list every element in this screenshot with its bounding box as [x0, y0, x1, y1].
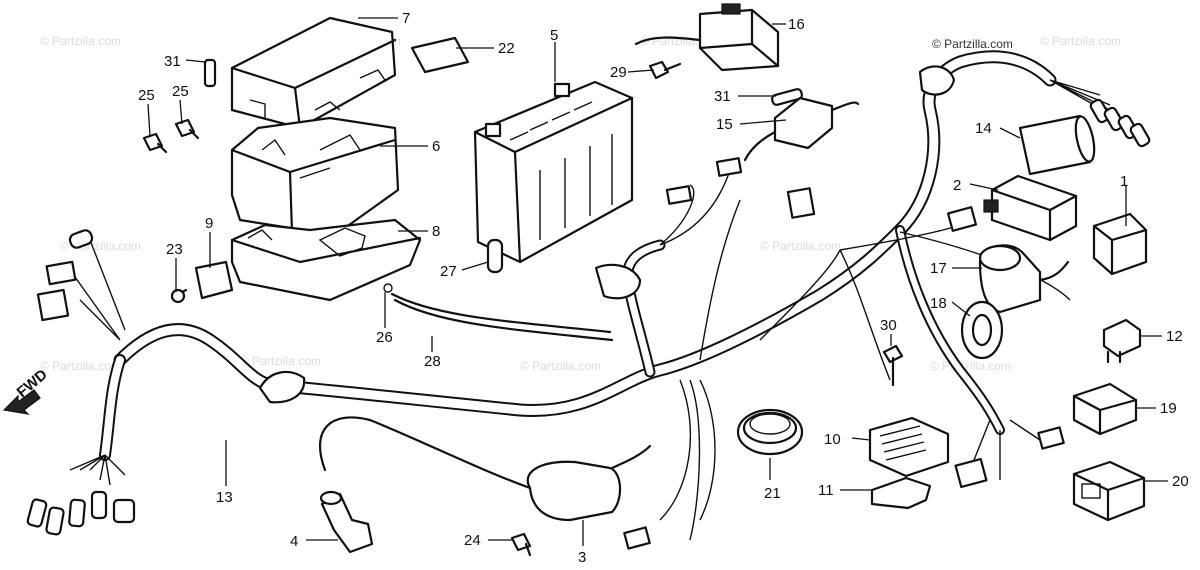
- clamp-ring-part: [960, 300, 1004, 360]
- breather-tube-part: [486, 238, 504, 274]
- battery-part: [473, 80, 634, 264]
- watermark-text: © Partzilla.com: [1040, 34, 1121, 48]
- harness-sleeve-part: [1018, 114, 1096, 176]
- callout-label: 15: [716, 116, 733, 133]
- callout-label: 1: [1120, 173, 1128, 190]
- starter-relay-part: [634, 3, 780, 72]
- battery-box-part: [230, 116, 400, 237]
- callout-label: 22: [498, 40, 515, 57]
- callout-label: 31: [164, 53, 181, 70]
- watermark-text: © Partzilla.com: [240, 354, 321, 368]
- watermark-text: © Partzilla.com: [520, 359, 601, 373]
- callout-label: 11: [818, 482, 834, 499]
- watermark-layer: © Partzilla.com © Partzilla.com © Partzi…: [40, 34, 1121, 373]
- callout-label: 6: [432, 138, 440, 155]
- callout-label: 7: [402, 10, 410, 27]
- ground-bolt-part: [882, 344, 904, 387]
- tube-clip-part: [383, 283, 614, 342]
- battery-cover-part: [230, 16, 397, 130]
- callout-label: 20: [1172, 473, 1189, 490]
- fuse-part: [203, 58, 803, 106]
- callout-label: 2: [953, 177, 961, 194]
- harness-connector-group: [26, 65, 1151, 550]
- callout-label: 14: [975, 120, 992, 137]
- callout-label: 13: [216, 489, 233, 506]
- small-coupler-part: [1102, 318, 1142, 364]
- callout-label: 23: [166, 241, 183, 258]
- bolt-part: [510, 532, 532, 557]
- stay-bracket-part: [170, 260, 234, 304]
- callout-label: 25: [138, 87, 155, 104]
- callout-label: 24: [464, 532, 481, 549]
- callout-label: 28: [424, 353, 441, 370]
- watermark-text: © Partzilla.com: [932, 37, 1013, 51]
- callout-label: 3: [578, 549, 586, 566]
- callout-label: 10: [824, 431, 841, 448]
- bolt-part: [142, 118, 200, 154]
- harness-terminal-group: [26, 98, 1151, 536]
- spark-plug-cap-part: [319, 490, 374, 554]
- bracket-part: [870, 476, 932, 510]
- callout-label: 12: [1166, 328, 1183, 345]
- fuse-holder-part: [743, 96, 860, 162]
- callout-label: 27: [440, 263, 457, 280]
- bolt-part: [648, 60, 682, 80]
- ignition-coil-part: [319, 416, 652, 522]
- pulse-coil-part: [978, 244, 1070, 314]
- watermark-text: © Partzilla.com: [930, 359, 1011, 373]
- coupler-part: [1072, 382, 1138, 436]
- forward-direction-indicator: FWD: [2, 366, 51, 415]
- callout-label: 8: [432, 223, 440, 240]
- callout-label: 25: [172, 83, 189, 100]
- callout-layer: 1 2 3 4 5 6 7 8 9 10 11 12 13 14 15 16 1…: [138, 10, 1189, 566]
- callout-label: 4: [290, 533, 298, 550]
- ignitor-unit-part: [983, 174, 1078, 242]
- battery-tray-part: [230, 218, 422, 302]
- callout-label: 18: [930, 295, 947, 312]
- watermark-text: © Partzilla.com: [760, 239, 841, 253]
- watermark-text: © Partzilla.com: [40, 34, 121, 48]
- callout-label: 9: [205, 215, 213, 232]
- watermark-text: © Partzilla.com: [40, 359, 121, 373]
- callout-label: 21: [764, 485, 781, 502]
- regulator-rectifier-part: [868, 416, 950, 478]
- coupler-housing-part: [1072, 460, 1146, 522]
- callout-label: 17: [930, 260, 947, 277]
- callout-label: 26: [376, 329, 393, 346]
- callout-label: 31: [714, 88, 731, 105]
- callout-label: 16: [788, 16, 805, 33]
- callout-label: 29: [610, 64, 627, 81]
- caution-label-part: [410, 36, 470, 74]
- grommet-part: [736, 408, 804, 456]
- coupler-part: [1092, 212, 1148, 276]
- callout-label: 5: [550, 27, 558, 44]
- callout-label: 19: [1160, 400, 1177, 417]
- callout-label: 30: [880, 317, 897, 334]
